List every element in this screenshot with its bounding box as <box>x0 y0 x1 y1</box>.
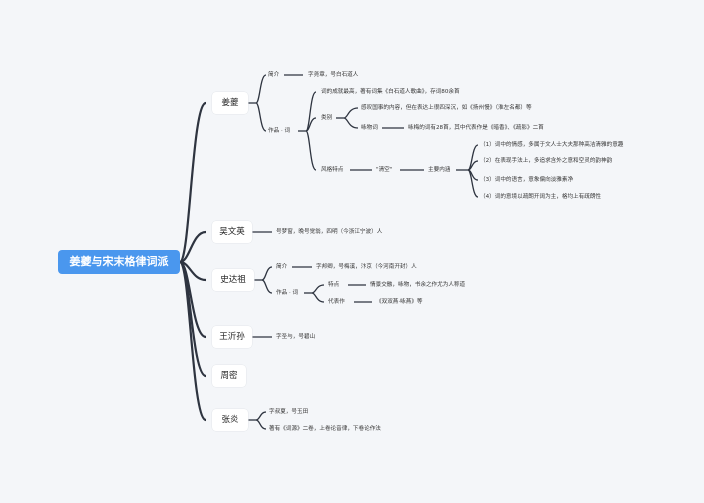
jiangkui-feature-3: （3）词中的语言，意象偏向淡雅素净 <box>480 177 574 183</box>
zhang-text-2: 著有《词源》二卷，上卷论音律，下卷论作法 <box>269 426 381 432</box>
jiangkui-works-label: 作品 · 词 <box>268 128 291 134</box>
shi-rep-text: 《双双燕·咏燕》等 <box>376 299 423 305</box>
shi-feature-text: 情景交融，咏物，书余之作尤为人称道 <box>370 282 466 288</box>
zhang-text-1: 字叔夏，号玉田 <box>269 409 309 415</box>
node-zhang-yan[interactable]: 张炎 <box>212 409 248 431</box>
jiangkui-style-label: 风格特点 <box>321 167 344 173</box>
root-node[interactable]: 姜夔与宋末格律词派 <box>58 250 180 274</box>
node-shi-dazu[interactable]: 史达祖 <box>212 269 254 291</box>
jiangkui-intro-text: 字尧章，号白石道人 <box>308 72 359 78</box>
jiangkui-features-label: 主要内涵 <box>428 167 451 173</box>
jiangkui-category-2-label: 咏物词 <box>361 125 378 131</box>
shi-works-label: 作品 · 词 <box>276 290 299 296</box>
jiangkui-summary: 词的成就最高，著有词集《白石道人歌曲》，存词80余首 <box>321 89 460 95</box>
jiangkui-feature-4: （4）词的意境以疏朗开阔为主，格均上有疏朗性 <box>480 194 602 200</box>
node-wang-yisun[interactable]: 王沂孙 <box>212 326 252 348</box>
shi-rep-label: 代表作 <box>328 299 345 305</box>
shi-feature-label: 特点 <box>328 282 340 288</box>
jiangkui-feature-1: （1）词中的情感，多属于文人士大夫那种高洁清雅的意趣 <box>480 142 624 148</box>
shi-intro-label: 简介 <box>276 264 288 270</box>
jiangkui-intro-label: 简介 <box>268 72 280 78</box>
jiangkui-feature-2: （2）在表现手法上，多追求含外之意和空灵的韵神韵 <box>480 158 613 164</box>
node-zhou-mi[interactable]: 周密 <box>212 365 246 387</box>
jiangkui-category-label: 类别 <box>321 115 333 121</box>
wu-text: 号梦窗，晚号觉翁，四明（今浙江宁波）人 <box>276 229 383 235</box>
shi-intro-text: 字邦卿，号梅溪，汴京（今河南开封）人 <box>316 264 417 270</box>
jiangkui-qingkong: "清空" <box>376 167 393 173</box>
node-wu-wenying[interactable]: 吴文英 <box>212 221 252 243</box>
wang-text: 字圣与，号碧山 <box>276 334 316 340</box>
jiangkui-category-1: 感叹国事的内容，但在表达上很四深沉，如《扬州慢》（淮左名都）等 <box>361 105 532 111</box>
jiangkui-category-2-text: 咏梅的词有28首，其中代表作是《暗香》、《疏影》二首 <box>408 125 544 131</box>
node-jiangkui[interactable]: 姜夔 <box>212 92 248 114</box>
